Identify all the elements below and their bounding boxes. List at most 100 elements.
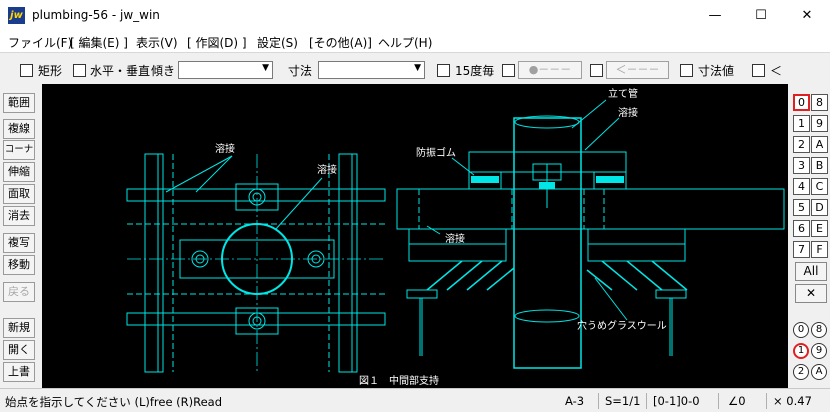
group-0[interactable]: 0 <box>793 322 809 338</box>
angle-select[interactable]: ▼ <box>178 61 273 79</box>
tool-open[interactable]: 開く <box>3 340 35 360</box>
status-paper[interactable]: A-3 <box>565 394 585 408</box>
section-view <box>396 99 785 369</box>
leader-line <box>426 225 441 235</box>
dim-select[interactable]: ▼ <box>318 61 425 79</box>
tool-undo[interactable]: 戻る <box>3 282 35 302</box>
leader-line <box>594 277 628 321</box>
deg15-label: 15度毎 <box>455 64 495 78</box>
rect-label: 矩形 <box>38 64 63 78</box>
label-weld-4: 溶接 <box>445 232 465 245</box>
menu-other[interactable]: [その他(A)] <box>309 36 372 50</box>
point-button[interactable]: ●－－－ <box>518 61 582 79</box>
lt-checkbox[interactable] <box>752 64 765 77</box>
layer-7[interactable]: 7 <box>793 241 810 258</box>
tool-chamfer[interactable]: 面取 <box>3 184 35 204</box>
hv-label: 水平・垂直 <box>90 64 151 78</box>
leader-line <box>571 99 607 129</box>
tool-move[interactable]: 移動 <box>3 255 35 275</box>
rect-checkbox[interactable] <box>20 64 33 77</box>
layer-2[interactable]: 2 <box>793 136 810 153</box>
group-1[interactable]: 1 <box>793 343 809 359</box>
tool-new[interactable]: 新規 <box>3 318 35 338</box>
label-standpipe: 立て管 <box>608 87 638 100</box>
rubber-pad-right <box>593 171 627 190</box>
chevron-down-icon: ▼ <box>414 63 421 73</box>
layer-9[interactable]: 9 <box>811 115 828 132</box>
close-button[interactable]: ✕ <box>801 8 813 23</box>
label-rubber: 防振ゴム <box>416 146 456 159</box>
menu-file[interactable]: ファイル(F) <box>8 36 73 50</box>
arrow-checkbox[interactable] <box>590 64 603 77</box>
base-plate-right <box>655 289 687 299</box>
hatch-line <box>601 260 638 291</box>
beam-flange-left <box>408 228 507 262</box>
tool-erase[interactable]: 消去 <box>3 206 35 226</box>
dimval-label: 寸法値 <box>698 64 735 78</box>
layer-3[interactable]: 3 <box>793 157 810 174</box>
beam-lower <box>126 312 386 326</box>
window-title: plumbing-56 - jw_win <box>32 8 160 22</box>
group-9[interactable]: 9 <box>811 343 827 359</box>
dim-label: 寸法 <box>288 64 313 78</box>
point-checkbox[interactable] <box>502 64 515 77</box>
left-toolbar: 範囲 複線 コーナー 伸縮 面取 消去 複写 移動 戻る 新規 開く 上書 <box>0 84 42 388</box>
status-zoom[interactable]: × 0.47 <box>773 394 812 408</box>
leader-line <box>451 157 475 176</box>
group-2[interactable]: 2 <box>793 364 809 380</box>
layer-6[interactable]: 6 <box>793 220 810 237</box>
layer-0[interactable]: 0 <box>793 94 810 111</box>
leader-line <box>165 155 233 193</box>
tool-copy[interactable]: 複写 <box>3 233 35 253</box>
plan-hidden-lines <box>127 154 385 372</box>
deg15-checkbox[interactable] <box>437 64 450 77</box>
layer-x-button[interactable]: ✕ <box>795 284 827 303</box>
standpipe <box>513 117 582 369</box>
layer-b[interactable]: B <box>811 157 828 174</box>
minimize-button[interactable]: — <box>708 8 722 23</box>
hatch-line <box>426 260 463 291</box>
tool-corner[interactable]: コーナー <box>3 140 35 173</box>
layer-e[interactable]: E <box>811 220 828 237</box>
label-glasswool: 穴うめグラスウール <box>577 319 667 332</box>
drawing-canvas[interactable]: 溶接 溶接 立て管 溶接 防振ゴム 溶接 穴うめグラスウール 図１ 中間部支持 <box>42 84 788 388</box>
group-a[interactable]: A <box>811 364 827 380</box>
status-layer[interactable]: [0-1]0-0 <box>653 394 700 408</box>
layer-5[interactable]: 5 <box>793 199 810 216</box>
layer-all-button[interactable]: All <box>795 262 827 281</box>
title-bar: jw plumbing-56 - jw_win — ☐ ✕ <box>0 0 830 31</box>
menu-bar: ファイル(F) [ 編集(E) ] 表示(V) [ 作図(D) ] 設定(S) … <box>0 31 830 52</box>
app-icon: jw <box>8 7 25 24</box>
menu-help[interactable]: ヘルプ(H) <box>378 36 433 50</box>
tool-range[interactable]: 範囲 <box>3 93 35 113</box>
group-8[interactable]: 8 <box>811 322 827 338</box>
menu-draw[interactable]: [ 作図(D) ] <box>187 36 247 50</box>
tool-offset[interactable]: 複線 <box>3 119 35 139</box>
hv-checkbox[interactable] <box>73 64 86 77</box>
tool-extend[interactable]: 伸縮 <box>3 162 35 182</box>
column-left-inner <box>157 153 164 373</box>
hatch-line <box>486 267 515 291</box>
weld-fills <box>471 176 624 189</box>
lt-label: ＜ <box>770 64 783 78</box>
menu-view[interactable]: 表示(V) <box>136 36 178 50</box>
layer-d[interactable]: D <box>811 199 828 216</box>
layer-1[interactable]: 1 <box>793 115 810 132</box>
layer-a[interactable]: A <box>811 136 828 153</box>
dimval-checkbox[interactable] <box>680 64 693 77</box>
menu-settings[interactable]: 設定(S) <box>257 36 298 50</box>
arrow-button[interactable]: ＜－－－ <box>606 61 669 79</box>
maximize-button[interactable]: ☐ <box>755 8 767 23</box>
hatch-line <box>626 260 663 291</box>
menu-edit[interactable]: [ 編集(E) ] <box>70 36 128 50</box>
status-scale[interactable]: S=1/1 <box>605 394 641 408</box>
column-left-outer <box>144 153 159 373</box>
layer-c[interactable]: C <box>811 178 828 195</box>
tool-save[interactable]: 上書 <box>3 362 35 382</box>
layer-f[interactable]: F <box>811 241 828 258</box>
label-weld-1: 溶接 <box>215 142 235 155</box>
weld-fill <box>471 176 499 183</box>
status-angle[interactable]: ∠0 <box>728 394 746 408</box>
layer-8[interactable]: 8 <box>811 94 828 111</box>
layer-4[interactable]: 4 <box>793 178 810 195</box>
